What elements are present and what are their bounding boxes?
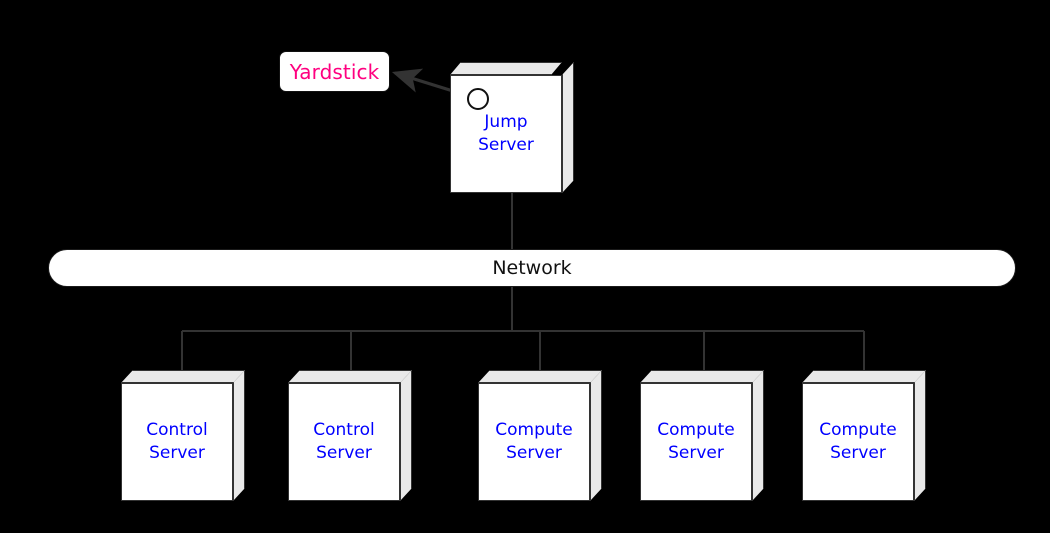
server-top-face (802, 370, 926, 383)
node-compute-server-1[interactable]: Compute Server (478, 370, 602, 501)
server-side-face (914, 370, 926, 501)
server-label-line2: Server (830, 443, 886, 463)
server-label: Compute Server (495, 419, 573, 464)
server-top-face (478, 370, 602, 383)
server-label-line2: Server (668, 443, 724, 463)
jump-server-top-face (450, 62, 562, 75)
server-label-line2: Server (149, 443, 205, 463)
server-label: Compute Server (657, 419, 735, 464)
server-front-face: Control Server (121, 383, 233, 501)
server-front-face: Compute Server (802, 383, 914, 501)
server-side-face (233, 370, 245, 501)
server-front-face: Control Server (288, 383, 400, 501)
node-jump-server[interactable]: Jump Server (450, 62, 574, 193)
jump-server-port-icon[interactable] (467, 88, 489, 110)
server-label-line2: Server (506, 443, 562, 463)
server-label: Compute Server (819, 419, 897, 464)
node-compute-server-3[interactable]: Compute Server (802, 370, 926, 501)
yardstick-label-text: Yardstick (289, 59, 380, 84)
server-label-line1: Compute (495, 420, 573, 441)
server-top-face (288, 370, 412, 383)
server-front-face: Compute Server (478, 383, 590, 501)
server-front-face: Compute Server (640, 383, 752, 501)
server-label-line1: Control (146, 420, 208, 441)
node-control-server-2[interactable]: Control Server (288, 370, 412, 501)
server-label-line2: Server (316, 443, 372, 463)
server-label-line1: Control (313, 420, 375, 441)
jump-server-label: Jump Server (478, 111, 534, 156)
server-top-face (640, 370, 764, 383)
server-side-face (752, 370, 764, 501)
jump-server-front-face: Jump Server (450, 75, 562, 193)
jump-server-side-face (562, 62, 574, 193)
server-side-face (590, 370, 602, 501)
server-top-face (121, 370, 245, 383)
server-side-face (400, 370, 412, 501)
yardstick-label-box[interactable]: Yardstick (279, 51, 390, 92)
server-label-line1: Compute (819, 420, 897, 441)
node-control-server-1[interactable]: Control Server (121, 370, 245, 501)
node-compute-server-2[interactable]: Compute Server (640, 370, 764, 501)
jump-server-label-line2: Server (478, 135, 534, 155)
server-label: Control Server (313, 419, 374, 464)
server-label-line1: Compute (657, 420, 735, 441)
jump-server-label-line1: Jump (484, 112, 528, 133)
server-label: Control Server (146, 419, 207, 464)
network-bar[interactable]: Network (48, 249, 1016, 287)
network-label: Network (492, 257, 572, 279)
